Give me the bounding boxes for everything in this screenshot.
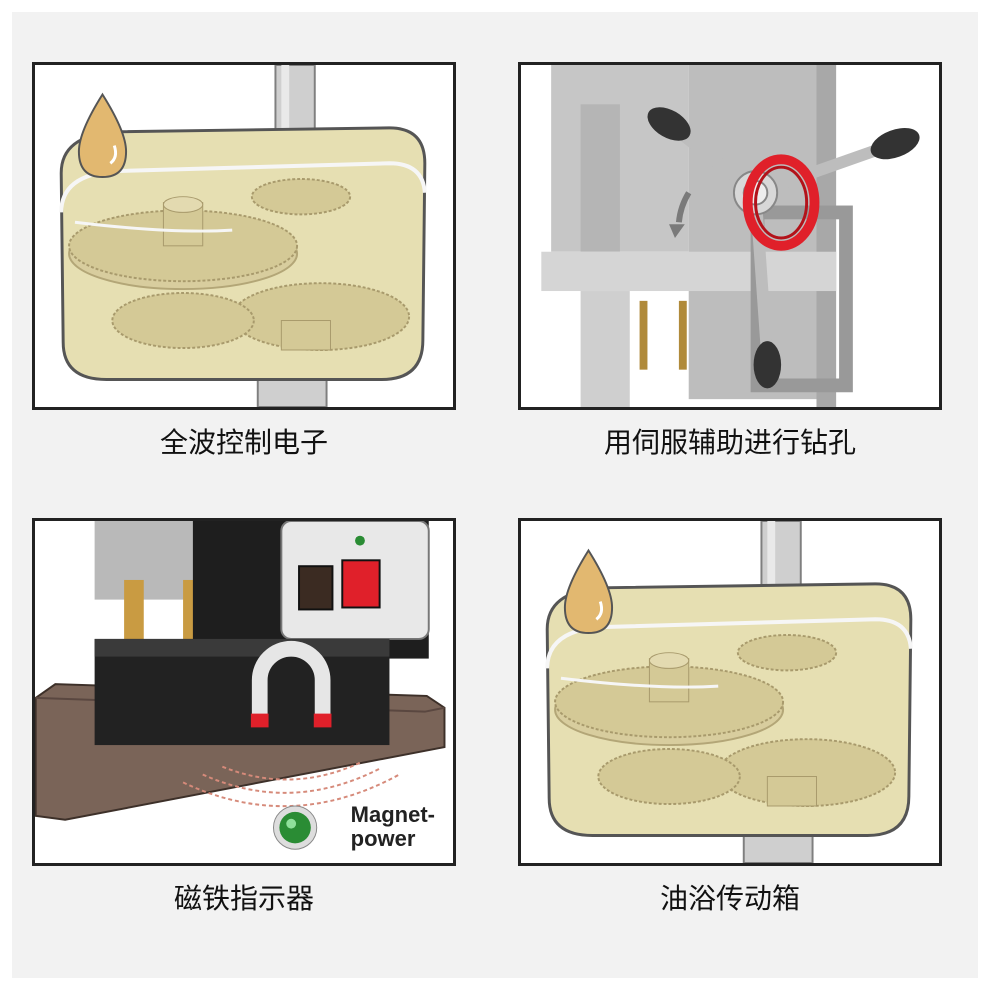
- led-indicator: [355, 535, 365, 546]
- servo-handle-illustration: [541, 65, 920, 407]
- magnet-base-illustration: [35, 521, 446, 850]
- magnet-icon: [250, 640, 332, 728]
- magnet-power-line1: Magnet-: [350, 802, 435, 827]
- panel-oil-bath-gearbox: [518, 518, 942, 866]
- oil-drop-icon: [563, 548, 614, 635]
- magnet-power-indicator-icon: [272, 805, 318, 850]
- magnet-power-line2: power: [350, 826, 416, 851]
- magnet-power-label: Magnet- power: [351, 803, 435, 851]
- caption-servo-drilling: 用伺服辅助进行钻孔: [603, 426, 856, 459]
- rotation-arrow-icon: [742, 154, 820, 251]
- panel-servo-drilling: [518, 62, 942, 410]
- oil-gearbox-illustration: [59, 65, 427, 407]
- oil-drop-icon: [77, 92, 128, 179]
- panel-magnet-indicator: Magnet- power: [32, 518, 456, 866]
- caption-oil-bath-gearbox: 油浴传动箱: [659, 882, 800, 915]
- caption-magnet-indicator: 磁铁指示器: [173, 882, 314, 915]
- panel-full-wave-electronics: [32, 62, 456, 410]
- caption-full-wave-electronics: 全波控制电子: [159, 426, 328, 459]
- oil-gearbox-illustration: [545, 521, 913, 863]
